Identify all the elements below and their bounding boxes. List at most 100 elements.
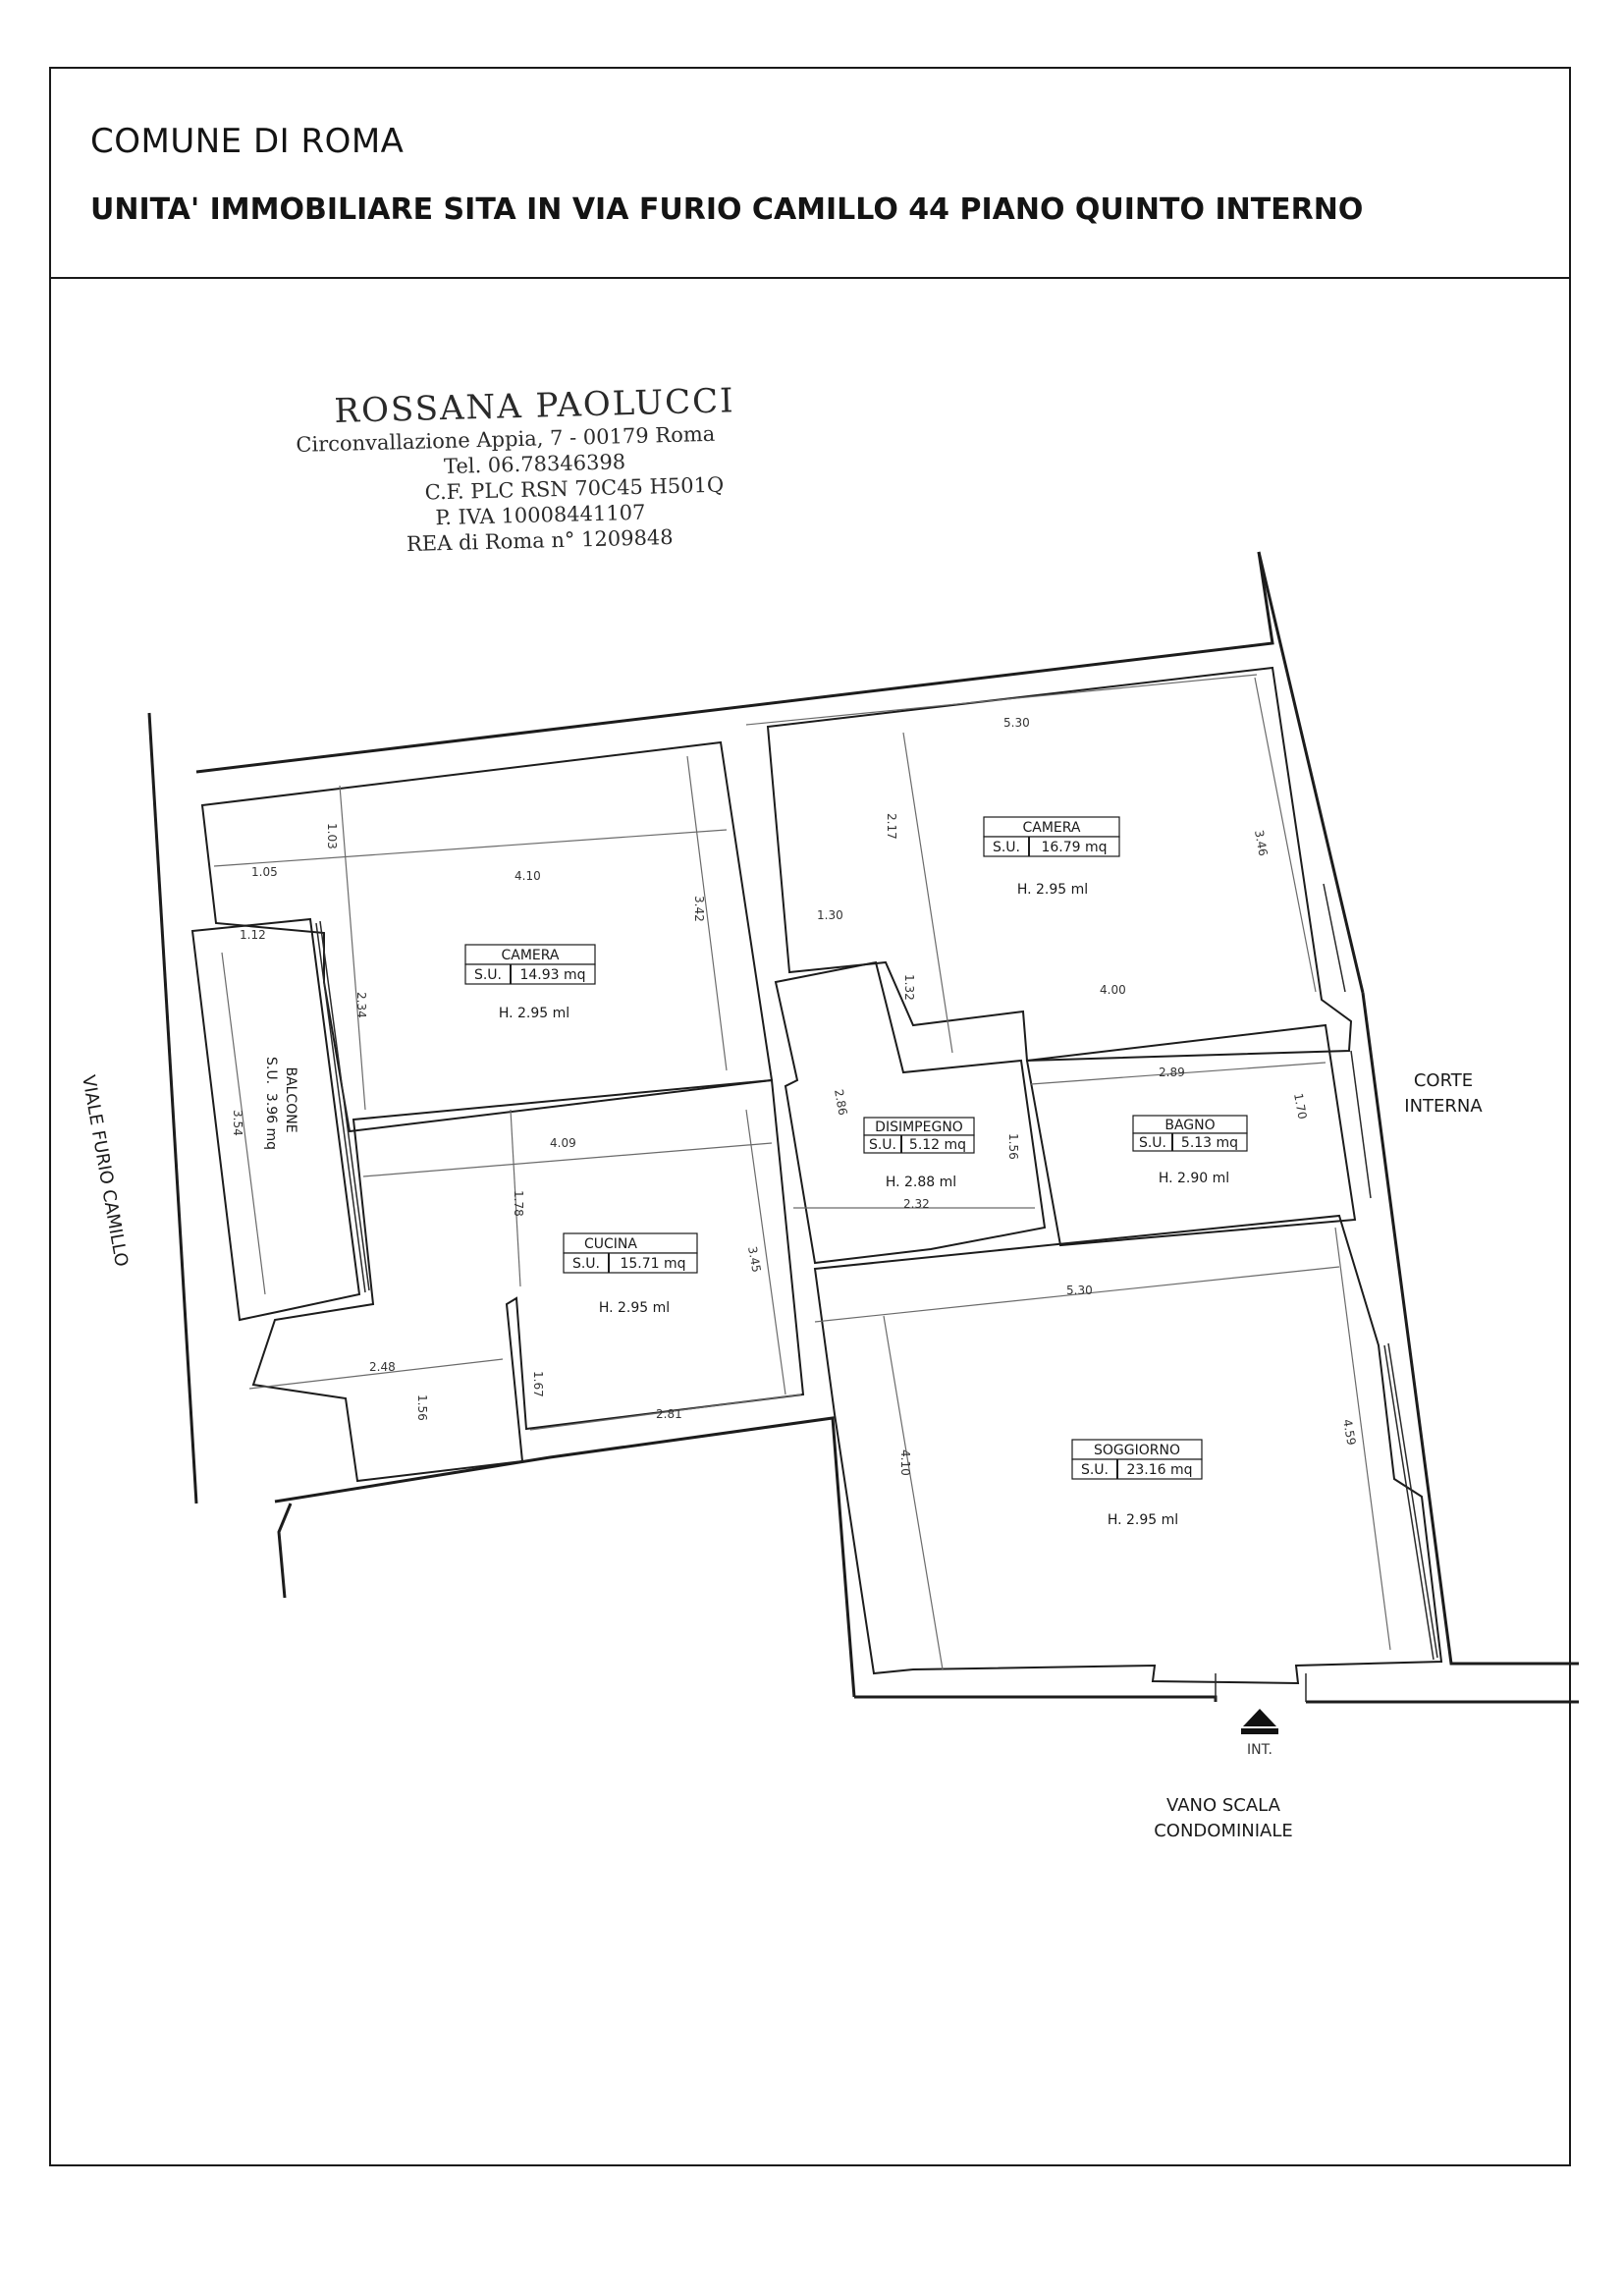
dim-line-346 xyxy=(1254,677,1317,993)
room-balcone xyxy=(190,917,370,1322)
stair-label-2: CONDOMINIALE xyxy=(1154,1821,1293,1841)
dim-line-281 xyxy=(529,1394,802,1431)
dim-234: 2.34 xyxy=(354,992,368,1018)
dim-281: 2.81 xyxy=(656,1407,682,1421)
dim-459: 4.59 xyxy=(1340,1418,1358,1447)
dim-410-cam: 4.10 xyxy=(514,869,541,883)
property-title: UNITA' IMMOBILIARE SITA IN VIA FURIO CAM… xyxy=(90,192,1364,227)
label-bagno: BAGNO S.U. 5.13 mq H. 2.90 ml xyxy=(1132,1115,1248,1186)
dim-line-217 xyxy=(902,732,953,1054)
stair-label-1: VANO SCALA xyxy=(1166,1795,1281,1816)
camera-right-window xyxy=(1323,883,1346,993)
bagno-su-value: 5.13 mq xyxy=(1181,1135,1238,1151)
dim-line-248 xyxy=(248,1358,504,1390)
dim-345: 3.45 xyxy=(745,1245,763,1274)
dim-105: 1.05 xyxy=(251,865,278,879)
dim-103: 1.03 xyxy=(325,823,339,849)
drawing-sheet: COMUNE DI ROMA UNITA' IMMOBILIARE SITA I… xyxy=(49,67,1571,2166)
dim-112: 1.12 xyxy=(240,928,266,942)
label-camera-right: CAMERA S.U. 16.79 mq H. 2.95 ml xyxy=(983,816,1120,898)
soggiorno-name: SOGGIORNO xyxy=(1094,1443,1180,1458)
dim-167: 1.67 xyxy=(531,1371,545,1397)
dim-line-409 xyxy=(362,1142,773,1177)
disimpegno-name: DISIMPEGNO xyxy=(875,1120,963,1135)
municipality-title: COMUNE DI ROMA xyxy=(90,122,405,161)
camera-right-height: H. 2.95 ml xyxy=(1017,882,1088,898)
right-outer-wall-lower xyxy=(1361,992,1579,1666)
cucina-name: CUCINA xyxy=(584,1236,637,1252)
bagno-su-label: S.U. xyxy=(1139,1135,1166,1151)
dim-156-dis: 1.56 xyxy=(1006,1133,1020,1160)
dim-line-459 xyxy=(1334,1227,1391,1651)
cucina-su-label: S.U. xyxy=(572,1256,600,1272)
room-camera-left xyxy=(200,740,774,1133)
dim-354: 3.54 xyxy=(231,1110,244,1136)
dim-217: 2.17 xyxy=(885,813,898,840)
left-lower-stub xyxy=(277,1503,293,1599)
dim-156-cuc: 1.56 xyxy=(415,1394,429,1421)
bottom-wall-left xyxy=(274,1416,856,1698)
camera-left-name: CAMERA xyxy=(501,948,559,963)
dim-line-530-sog xyxy=(814,1266,1340,1323)
street-label: VIALE FURIO CAMILLO xyxy=(78,1073,132,1268)
label-disimpegno: DISIMPEGNO S.U. 5.12 mq H. 2.88 ml xyxy=(863,1117,975,1190)
cucina-su-value: 15.71 mq xyxy=(620,1256,685,1272)
dim-line-410 xyxy=(213,829,728,867)
room-disimpegno xyxy=(774,960,1047,1265)
soggiorno-height: H. 2.95 ml xyxy=(1108,1512,1178,1528)
camera-left-su-value: 14.93 mq xyxy=(519,967,585,983)
dim-289: 2.89 xyxy=(1159,1066,1185,1079)
camera-left-outline xyxy=(200,740,774,1133)
dim-line-234 xyxy=(339,785,366,1111)
label-soggiorno: SOGGIORNO S.U. 23.16 mq H. 2.95 ml xyxy=(1071,1439,1203,1528)
balcone-name: BALCONE xyxy=(283,1066,298,1132)
dim-line-410-sog xyxy=(883,1315,944,1670)
dim-410-sog: 4.10 xyxy=(898,1449,912,1476)
disimpegno-su-label: S.U. xyxy=(869,1137,896,1153)
soggiorno-su-value: 23.16 mq xyxy=(1126,1462,1192,1478)
dim-530-top: 5.30 xyxy=(1003,716,1030,730)
room-bagno xyxy=(1025,1023,1357,1247)
dimension-labels: 5.30 2.17 3.46 1.30 1.32 4.00 1.05 1.03 … xyxy=(231,716,1358,1476)
soggiorno-su-label: S.U. xyxy=(1081,1462,1109,1478)
dim-178: 1.78 xyxy=(512,1190,525,1217)
dim-346: 3.46 xyxy=(1252,829,1270,857)
courtyard-label-1: CORTE xyxy=(1414,1070,1473,1091)
disimpegno-height: H. 2.88 ml xyxy=(886,1175,956,1190)
cucina-height: H. 2.95 ml xyxy=(599,1300,670,1316)
dim-400: 4.00 xyxy=(1100,983,1126,997)
entrance-arrow-icon xyxy=(1243,1709,1276,1726)
camera-right-su-value: 16.79 mq xyxy=(1041,840,1107,855)
bagno-window xyxy=(1350,1050,1372,1199)
dim-286: 2.86 xyxy=(832,1088,849,1117)
camera-right-name: CAMERA xyxy=(1022,820,1080,836)
bagno-name: BAGNO xyxy=(1164,1118,1215,1133)
room-cucina xyxy=(248,1078,805,1483)
title-block: COMUNE DI ROMA UNITA' IMMOBILIARE SITA I… xyxy=(51,69,1569,279)
bagno-outline xyxy=(1025,1023,1357,1247)
soggiorno-window xyxy=(1383,1344,1435,1661)
dim-248: 2.48 xyxy=(369,1360,396,1374)
top-outer-wall xyxy=(195,551,1274,774)
stair-wall-left xyxy=(854,1695,1218,1702)
label-cucina: CUCINA S.U. 15.71 mq H. 2.95 ml xyxy=(563,1232,698,1316)
dim-line-530-top xyxy=(745,674,1258,726)
camera-right-su-label: S.U. xyxy=(993,840,1020,855)
dim-130: 1.30 xyxy=(817,908,843,922)
courtyard-label-2: INTERNA xyxy=(1404,1096,1483,1117)
dim-530-sog: 5.30 xyxy=(1066,1284,1093,1297)
dim-line-178 xyxy=(510,1109,521,1287)
cucina-outline xyxy=(251,1078,805,1483)
soggiorno-window-inner xyxy=(1387,1342,1438,1659)
balcone-outline xyxy=(190,917,361,1322)
dim-line-345 xyxy=(745,1109,786,1395)
dim-170: 1.70 xyxy=(1291,1092,1309,1121)
dim-line-342 xyxy=(686,755,728,1071)
camera-left-su-label: S.U. xyxy=(474,967,502,983)
label-balcone: BALCONE S.U. 3.96 mq xyxy=(263,1057,298,1150)
dim-232: 2.32 xyxy=(903,1197,930,1211)
dim-line-354 xyxy=(221,952,266,1295)
dim-line-289 xyxy=(1030,1062,1326,1085)
dim-342: 3.42 xyxy=(692,896,706,922)
